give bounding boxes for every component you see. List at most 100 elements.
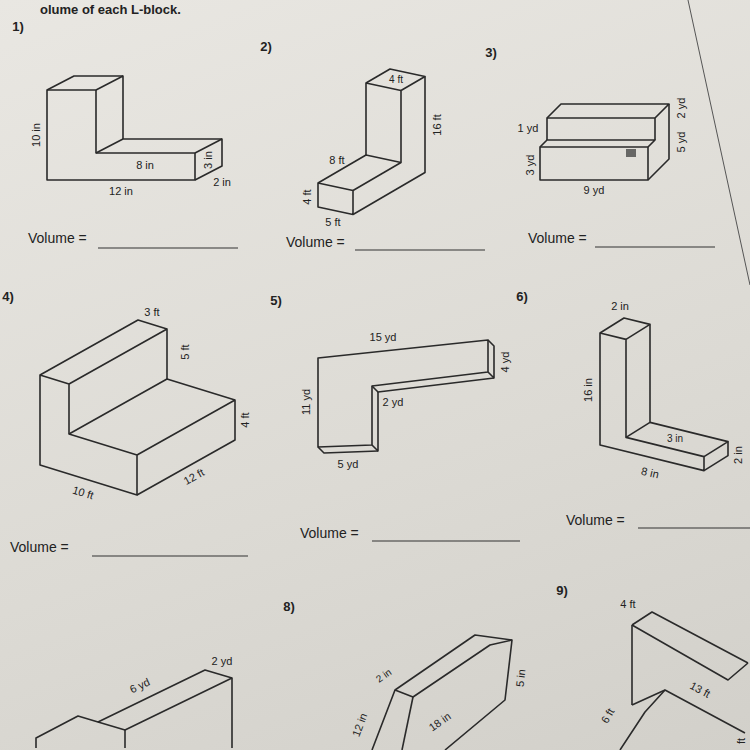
dimension-label: ft bbox=[736, 738, 747, 744]
l-block-5 bbox=[318, 340, 494, 453]
dimension-label: 4 yd bbox=[500, 352, 511, 373]
block-edge bbox=[69, 329, 167, 384]
dimension-label: 2 yd bbox=[383, 397, 404, 408]
dimension-label: 4 ft bbox=[302, 189, 313, 204]
block-edge bbox=[372, 392, 378, 451]
answer-line bbox=[595, 246, 715, 247]
dimension-label: 5 ft bbox=[180, 344, 191, 359]
dimension-label: 3 ft bbox=[144, 307, 159, 318]
block-edge bbox=[632, 690, 745, 733]
dimension-label: 12 in bbox=[109, 186, 133, 197]
block-edge bbox=[547, 118, 655, 140]
block-edge bbox=[353, 77, 425, 215]
dimension-label: 2 yd bbox=[676, 98, 687, 119]
l-block-figures bbox=[36, 0, 750, 750]
volume-prompt: Volume = bbox=[566, 513, 625, 527]
block-edge bbox=[402, 697, 413, 750]
dimension-label: 3 in bbox=[667, 434, 683, 444]
problem-number: 8) bbox=[283, 600, 295, 613]
dimension-label: 5 yd bbox=[338, 459, 359, 470]
block-edge bbox=[96, 76, 123, 139]
dimension-label: 2 yd bbox=[212, 656, 233, 667]
block-edge bbox=[318, 183, 353, 215]
dimension-label: 12 in bbox=[351, 712, 370, 738]
l-block-1 bbox=[47, 76, 222, 180]
dimension-label: 15 yd bbox=[370, 332, 397, 343]
dimension-label: 18 in bbox=[427, 711, 453, 734]
problem-number: 4) bbox=[2, 290, 14, 303]
problem-number: 9) bbox=[556, 584, 568, 597]
block-edge bbox=[47, 90, 195, 180]
page-fold-line bbox=[688, 0, 750, 285]
block-edge bbox=[631, 625, 633, 705]
dimension-label: 5 ft bbox=[325, 217, 340, 228]
block-edge bbox=[318, 340, 488, 447]
dimension-label: 3 in bbox=[203, 151, 214, 169]
l-block-4 bbox=[40, 320, 235, 495]
block-edge bbox=[98, 678, 232, 730]
answer-line bbox=[372, 540, 520, 541]
problem-number: 6) bbox=[516, 290, 528, 303]
block-edge bbox=[648, 104, 669, 180]
block-edge bbox=[40, 375, 137, 495]
problem-number: 5) bbox=[270, 294, 282, 307]
dimension-label: 4 ft bbox=[620, 599, 635, 610]
block-edge bbox=[69, 379, 235, 434]
pencil-smudge bbox=[626, 149, 636, 157]
block-edge bbox=[650, 422, 728, 456]
problem-number: 1) bbox=[12, 20, 24, 33]
answer-line bbox=[92, 555, 248, 556]
block-edge bbox=[632, 625, 748, 680]
dimension-label: 4 ft bbox=[240, 412, 251, 427]
block-edge bbox=[366, 83, 401, 155]
dimension-label: 2 in bbox=[213, 177, 231, 188]
block-edge bbox=[704, 442, 728, 471]
dimension-label: 16 ft bbox=[432, 114, 443, 135]
dimension-label: 11 yd bbox=[301, 389, 312, 415]
block-edge bbox=[40, 320, 167, 375]
answer-lines bbox=[92, 247, 750, 556]
block-edge bbox=[488, 340, 494, 378]
block-edge bbox=[620, 690, 665, 750]
volume-prompt: Volume = bbox=[528, 231, 587, 245]
block-edge bbox=[195, 139, 222, 180]
dimension-label: 5 yd bbox=[676, 132, 687, 153]
answer-line bbox=[98, 247, 238, 248]
block-edge bbox=[540, 140, 655, 147]
dimension-label: 8 ft bbox=[329, 155, 344, 166]
block-edge bbox=[36, 670, 232, 748]
l-block-8 bbox=[372, 635, 512, 750]
l-block-3 bbox=[540, 104, 669, 180]
problem-number: 2) bbox=[260, 40, 272, 53]
volume-prompt: Volume = bbox=[286, 235, 345, 249]
volume-prompt: Volume = bbox=[10, 540, 69, 554]
dimension-label: 8 in bbox=[136, 160, 154, 171]
problem-number: 3) bbox=[485, 46, 497, 59]
dimension-label: 10 ft bbox=[71, 485, 95, 502]
dimension-label: 13 ft bbox=[688, 680, 712, 700]
dimension-label: 6 ft bbox=[599, 707, 616, 726]
dimension-label: 12 ft bbox=[182, 467, 206, 487]
l-block-2 bbox=[318, 69, 425, 215]
block-edge bbox=[540, 147, 648, 180]
dimension-label: 3 yd bbox=[525, 155, 536, 176]
worksheet-heading: olume of each L-block. bbox=[40, 3, 181, 16]
dimension-label: 4 ft bbox=[389, 75, 403, 85]
block-edge bbox=[600, 333, 704, 471]
block-edge bbox=[632, 612, 748, 663]
block-edge bbox=[96, 139, 222, 153]
block-edge bbox=[47, 76, 123, 90]
block-edge bbox=[547, 104, 669, 118]
answer-line bbox=[638, 527, 750, 528]
dimension-label: 16 in bbox=[583, 378, 594, 402]
dimension-label: 9 yd bbox=[584, 185, 605, 196]
volume-prompt: Volume = bbox=[28, 231, 87, 245]
block-edge bbox=[372, 378, 494, 392]
block-edge bbox=[600, 318, 650, 339]
block-edge bbox=[137, 400, 235, 495]
block-edge bbox=[318, 447, 378, 453]
l-block-7 bbox=[36, 670, 232, 748]
block-edge bbox=[626, 324, 650, 437]
